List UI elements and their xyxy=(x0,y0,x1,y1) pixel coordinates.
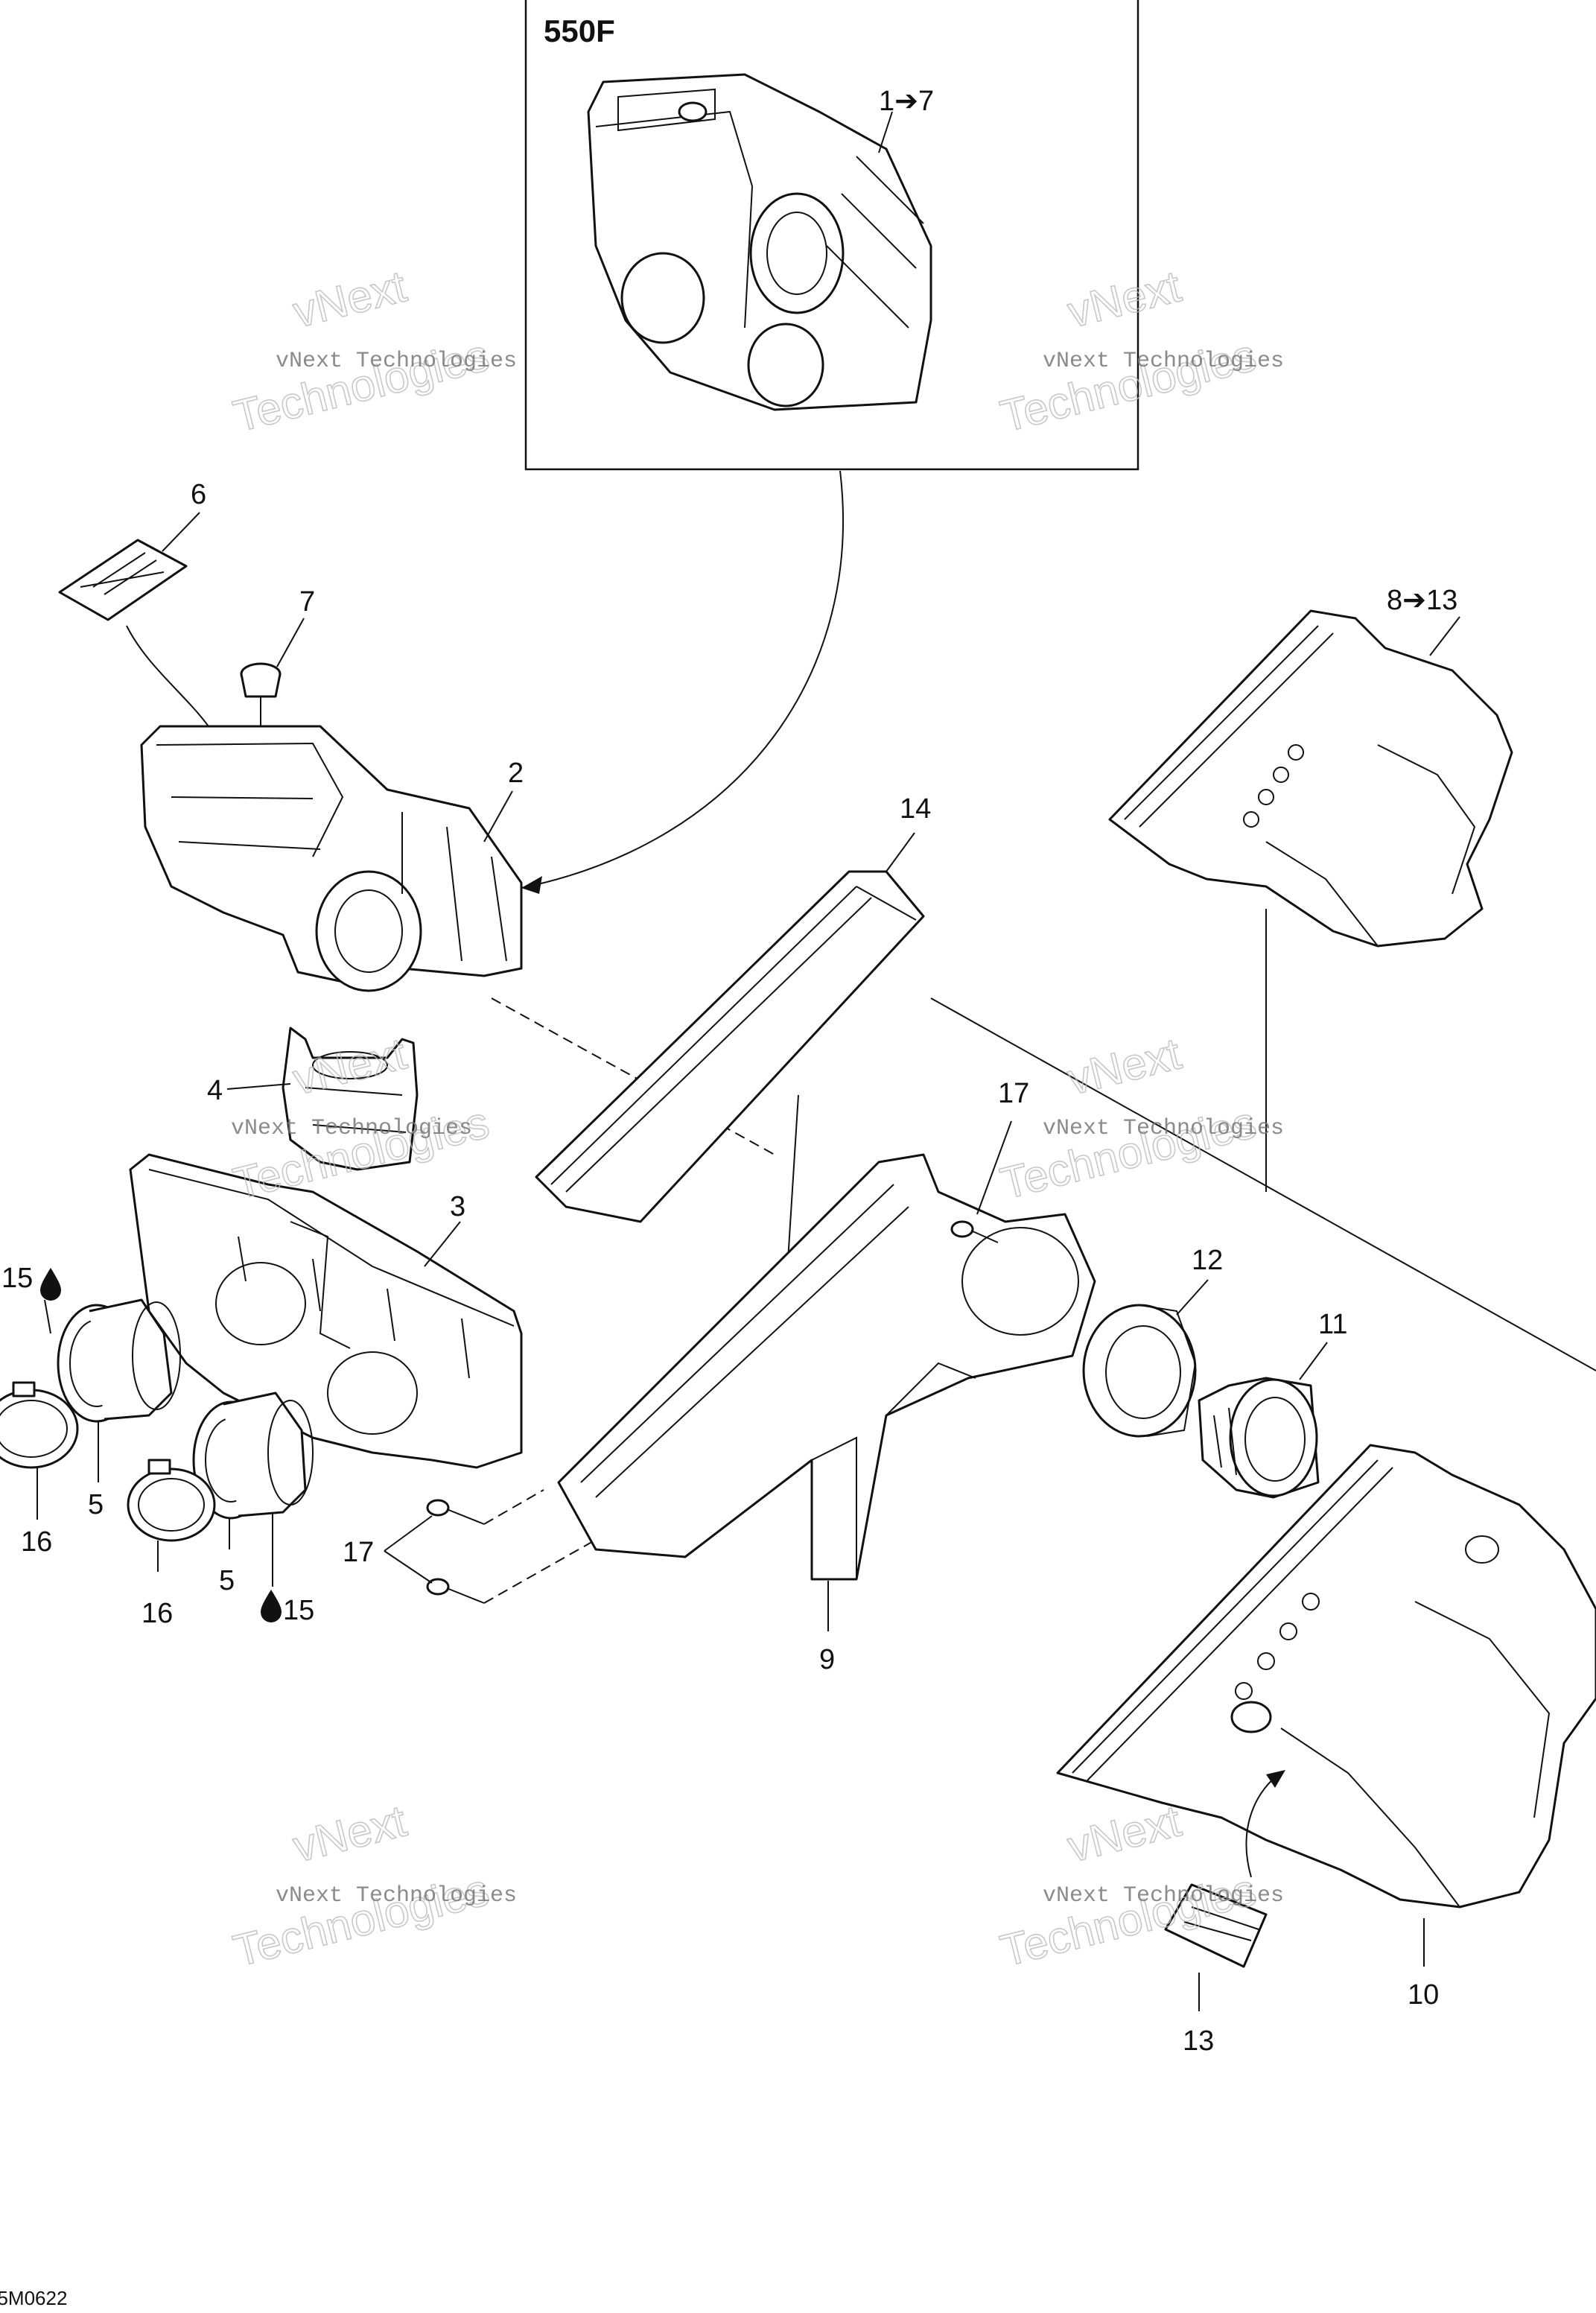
leader-6 xyxy=(162,512,200,552)
callout-5a: 5 xyxy=(88,1489,104,1520)
arrow-6-to-2 xyxy=(126,625,217,738)
svg-text:vNext: vNext xyxy=(288,261,411,337)
watermark-bottom-left: vNext Technologies vNext Technologies xyxy=(228,1795,517,1977)
callout-16b: 16 xyxy=(142,1598,173,1629)
part-5-adapter-left xyxy=(57,1298,181,1423)
part-14-filter xyxy=(535,870,925,1223)
inset-arrow xyxy=(521,470,844,889)
callout-15a: 15 xyxy=(1,1263,33,1294)
svg-text:vNext: vNext xyxy=(1063,1028,1186,1104)
part-9-filter-housing xyxy=(557,1153,1096,1581)
leader-3 xyxy=(424,1221,461,1267)
svg-text:Technologies: Technologies xyxy=(996,330,1261,442)
svg-text:vNext: vNext xyxy=(1063,1795,1186,1871)
part-17-screws-lower xyxy=(426,1499,485,1604)
leader-15a xyxy=(44,1299,51,1334)
part-10-lower-assembly xyxy=(1056,1444,1596,1909)
svg-text:Technologies: Technologies xyxy=(996,1097,1261,1209)
callout-10: 10 xyxy=(1408,1979,1439,2011)
svg-text:vNext Technologies: vNext Technologies xyxy=(1043,1883,1284,1909)
part-17-screw-upper xyxy=(950,1220,999,1243)
callout-12: 12 xyxy=(1192,1245,1223,1276)
svg-text:vNext Technologies: vNext Technologies xyxy=(1043,1116,1284,1141)
inset-airbox-assembly xyxy=(587,73,932,411)
svg-text:Technologies: Technologies xyxy=(229,1865,494,1976)
callout-2: 2 xyxy=(508,758,524,789)
part-8-13-upper-assembly xyxy=(1108,609,1513,948)
dash-17b-1 xyxy=(483,1489,544,1525)
callout-3: 3 xyxy=(450,1191,465,1222)
inset-frame xyxy=(524,0,1139,471)
callout-1-7: 1➔7 xyxy=(879,86,934,117)
drawing-code: 35M0622 xyxy=(0,2287,67,2309)
svg-text:vNext: vNext xyxy=(288,1795,411,1871)
drop-icon-15b xyxy=(261,1590,282,1622)
part-16-clamp-left xyxy=(0,1381,79,1469)
svg-text:vNext: vNext xyxy=(1063,261,1186,337)
leader-12 xyxy=(1176,1279,1209,1316)
callout-17a: 17 xyxy=(998,1078,1029,1109)
part-13-decal xyxy=(1164,1883,1268,1968)
svg-text:Technologies: Technologies xyxy=(229,330,494,442)
callout-4: 4 xyxy=(207,1075,223,1106)
callout-13: 13 xyxy=(1183,2025,1214,2057)
leader-11 xyxy=(1299,1342,1328,1380)
part-6-decal xyxy=(58,539,188,621)
part-4-duct xyxy=(282,1027,419,1171)
part-11-bellows xyxy=(1198,1377,1320,1499)
inset-title: 550F xyxy=(544,13,615,48)
leader-14 xyxy=(886,832,915,872)
leader-17a xyxy=(976,1120,1012,1215)
inset-arrowhead xyxy=(521,876,542,894)
callout-9: 9 xyxy=(819,1644,835,1675)
callout-6: 6 xyxy=(191,479,206,510)
watermark-top-left: vNext Technologies vNext Technologies xyxy=(228,261,517,442)
callout-16a: 16 xyxy=(21,1526,52,1558)
svg-text:Technologies: Technologies xyxy=(996,1865,1261,1976)
leader-8-13 xyxy=(1429,616,1460,656)
callout-17b: 17 xyxy=(343,1537,374,1568)
callout-15b: 15 xyxy=(283,1595,314,1626)
leader-2 xyxy=(483,790,513,843)
watermark-top-right: vNext Technologies vNext Technologies xyxy=(995,261,1284,442)
leader-17b xyxy=(384,1515,433,1584)
callout-7: 7 xyxy=(299,586,315,618)
drop-icon-15a xyxy=(40,1268,61,1301)
link-diag xyxy=(930,997,1596,1371)
leader-7 xyxy=(276,618,305,667)
part-2-airbox-cover xyxy=(140,725,523,992)
leader-1-7 xyxy=(878,111,893,153)
watermark-mid-right: vNext Technologies vNext Technologies xyxy=(995,1028,1284,1210)
part-16-clamp-right xyxy=(127,1459,216,1542)
svg-text:vNext Technologies: vNext Technologies xyxy=(231,1116,472,1141)
part-12-seal xyxy=(1082,1304,1197,1438)
callout-8-13: 8➔13 xyxy=(1387,585,1457,616)
svg-text:vNext Technologies: vNext Technologies xyxy=(276,1883,517,1909)
callout-5b: 5 xyxy=(219,1565,235,1596)
leader-4 xyxy=(226,1083,291,1090)
callout-11: 11 xyxy=(1318,1309,1347,1340)
svg-text:vNext Technologies: vNext Technologies xyxy=(1043,349,1284,374)
watermark-mid-left: vNext Technologies vNext Technologies xyxy=(228,1028,495,1210)
dash-17b-2 xyxy=(483,1526,619,1604)
part-5-adapter-right xyxy=(192,1392,314,1520)
svg-text:vNext Technologies: vNext Technologies xyxy=(276,349,517,374)
arrowhead-13 xyxy=(1266,1770,1285,1788)
callout-14: 14 xyxy=(900,793,931,825)
part-3-airbox-base xyxy=(129,1153,523,1469)
